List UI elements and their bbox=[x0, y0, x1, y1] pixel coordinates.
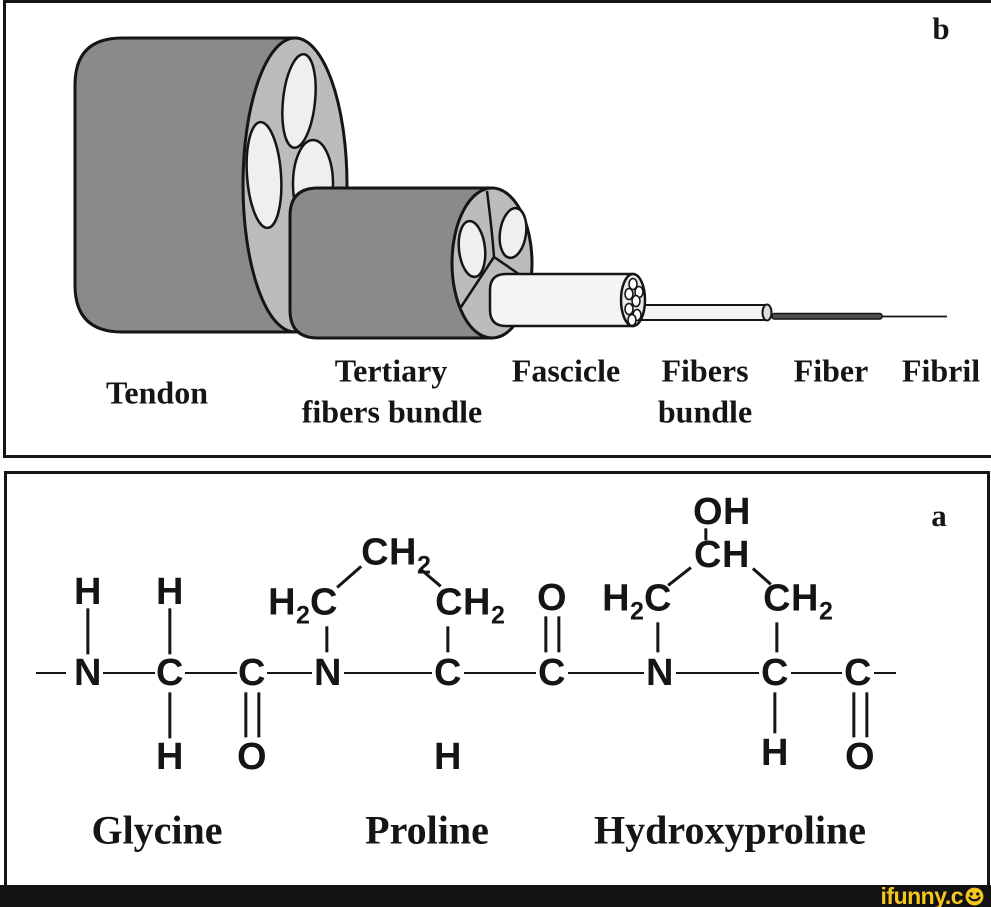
bond bbox=[464, 671, 536, 675]
tertiary-suboval bbox=[457, 219, 487, 279]
bond bbox=[168, 608, 172, 654]
tendon-subbundle-oval bbox=[281, 52, 317, 150]
atom-hydroxyproline-ca-h: H bbox=[761, 732, 789, 774]
bond bbox=[168, 692, 172, 738]
panel-b-border bbox=[3, 0, 991, 458]
bond bbox=[773, 692, 777, 733]
label-fibers-bundle-line1: Fibers bbox=[661, 352, 749, 389]
bond bbox=[568, 671, 644, 675]
tertiary-suboval bbox=[498, 206, 528, 260]
bond bbox=[865, 692, 868, 737]
panel-b-label: b bbox=[932, 11, 950, 46]
tertiary-bundle-body bbox=[288, 186, 494, 340]
bond bbox=[257, 692, 260, 737]
fibers-bundle-body bbox=[640, 304, 768, 321]
atom-proline-h2c: H2C bbox=[268, 581, 338, 630]
tendon-hierarchy-diagram bbox=[73, 36, 947, 340]
bond bbox=[446, 626, 450, 652]
atom-backbone-c2: C bbox=[238, 652, 266, 694]
bond bbox=[344, 671, 432, 675]
fibers-bundle-cap bbox=[761, 303, 773, 322]
atom-proline-carbonyl-o: O bbox=[536, 577, 568, 619]
atom-backbone-c4: C bbox=[538, 652, 566, 694]
atom-backbone-n1: N bbox=[74, 652, 102, 694]
bond bbox=[775, 622, 779, 652]
label-fiber: Fiber bbox=[793, 352, 869, 389]
bond bbox=[874, 671, 896, 675]
atom-hydroxyproline-oh: OH bbox=[693, 491, 751, 533]
bond bbox=[656, 622, 660, 652]
tendon-cylinder-body bbox=[73, 36, 297, 334]
label-tertiary-line1: Tertiary bbox=[334, 352, 448, 389]
atom-backbone-n2: N bbox=[314, 652, 342, 694]
panel-a-label: a bbox=[931, 498, 947, 533]
label-hydroxyproline: Hydroxyproline bbox=[594, 807, 866, 853]
bond bbox=[791, 671, 842, 675]
atom-glycine-n-h: H bbox=[74, 571, 102, 613]
atom-backbone-c6: C bbox=[844, 652, 872, 694]
tendon-subbundle-oval bbox=[245, 120, 283, 230]
atom-hydroxyproline-ch2: CH2 bbox=[763, 577, 833, 626]
bond bbox=[557, 616, 560, 652]
smiley-icon bbox=[965, 887, 984, 905]
atom-backbone-c5: C bbox=[761, 652, 789, 694]
label-tendon: Tendon bbox=[106, 374, 208, 411]
atom-hydroxyproline-o: O bbox=[844, 736, 876, 778]
bond bbox=[325, 626, 329, 652]
fiber-line bbox=[771, 312, 883, 320]
fascicle-fiber-dots bbox=[624, 277, 644, 327]
atom-glycine-ca-h-top: H bbox=[156, 571, 184, 613]
bond bbox=[676, 671, 759, 675]
atom-glycine-ca-h-bottom: H bbox=[156, 736, 184, 778]
label-fibers-bundle-line2: bundle bbox=[657, 393, 753, 430]
label-fascicle: Fascicle bbox=[511, 352, 621, 389]
label-fibril: Fibril bbox=[901, 352, 981, 389]
atom-proline-ch2-right: CH2 bbox=[435, 581, 505, 630]
bond bbox=[244, 692, 247, 737]
bond bbox=[852, 692, 855, 737]
label-glycine: Glycine bbox=[91, 807, 223, 853]
watermark-text: ifunny.c bbox=[880, 882, 964, 907]
label-tertiary-line2: fibers bundle bbox=[301, 393, 483, 430]
fascicle-body bbox=[488, 272, 635, 328]
atom-hydroxyproline-h2c: H2C bbox=[602, 577, 672, 626]
watermark-bar: ifunny.c bbox=[0, 882, 991, 907]
bond bbox=[267, 671, 312, 675]
atom-backbone-n3: N bbox=[646, 652, 674, 694]
atom-backbone-c1: C bbox=[156, 652, 184, 694]
bond bbox=[185, 671, 237, 675]
atom-backbone-c3: C bbox=[434, 652, 462, 694]
atom-proline-ca-h: H bbox=[434, 736, 462, 778]
atom-proline-ch2-top: CH2 bbox=[361, 531, 431, 580]
bond bbox=[36, 671, 66, 675]
panel-a-border bbox=[4, 471, 990, 907]
atom-glycine-o: O bbox=[236, 736, 268, 778]
bond bbox=[103, 671, 155, 675]
label-proline: Proline bbox=[365, 807, 489, 853]
bond bbox=[544, 616, 547, 652]
bond bbox=[86, 608, 90, 654]
atom-hydroxyproline-ch: CH bbox=[694, 534, 750, 576]
